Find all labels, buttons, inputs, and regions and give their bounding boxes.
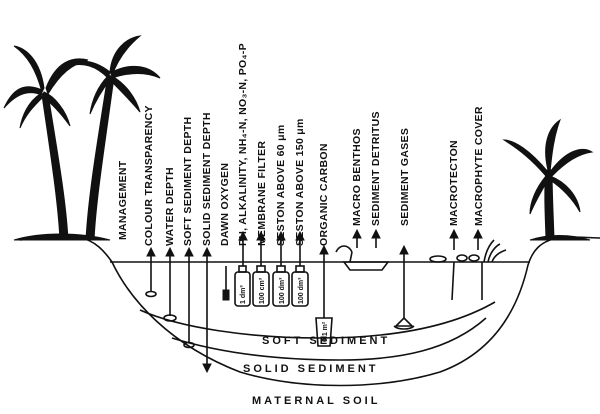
pond-bank-outline — [19, 236, 600, 387]
svg-text:100 cm³: 100 cm³ — [259, 277, 266, 304]
palm-tree-icon — [3, 35, 161, 241]
svg-text:100 dm³: 100 dm³ — [298, 277, 305, 304]
svg-text:0.1 m²: 0.1 m² — [322, 321, 329, 342]
label-organic-carbon: ORGANIC CARBON — [318, 143, 330, 246]
label-macrotecton: MACROTECTON — [448, 140, 460, 226]
maternal-soil-label: MATERNAL SOIL — [252, 395, 380, 407]
label-ph-alkalinity-nutrients: PH, ALKALINITY, NH₄-N, NO₃-N, PO₄-P — [237, 43, 249, 246]
sample-bottle-3: 100 dm³ — [272, 265, 290, 307]
benthos-dredge — [335, 245, 390, 271]
svg-text:1 dm³: 1 dm³ — [240, 285, 247, 304]
gas-funnel — [393, 316, 415, 330]
label-macro-benthos: MACRO BENTHOS — [351, 128, 363, 226]
label-management: MANAGEMENT — [117, 160, 129, 240]
label-sediment-detritus: SEDIMENT DETRITUS — [370, 111, 382, 226]
sample-bottle-2: 100 cm³ — [252, 265, 270, 307]
label-colour-transparency: COLOUR TRANSPARENCY — [143, 105, 155, 246]
floating-macrophytes — [429, 239, 507, 301]
sample-bottle-4: 100 dm³ — [291, 265, 309, 307]
label-water-depth: WATER DEPTH — [164, 167, 176, 246]
label-sediment-gases: SEDIMENT GASES — [399, 128, 411, 226]
label-solid-sediment-depth: SOLID SEDIMENT DEPTH — [201, 112, 213, 246]
solid-sediment-label: SOLID SEDIMENT — [243, 363, 379, 375]
banana-tree-icon — [502, 118, 594, 241]
label-soft-sediment-depth: SOFT SEDIMENT DEPTH — [182, 117, 194, 246]
label-membrane-filter: MEMBRANE FILTER — [256, 141, 268, 246]
sample-bottle-1: 1 dm³ — [234, 265, 251, 307]
sampling-arrows — [145, 228, 483, 374]
solid-sediment-boundary — [171, 317, 487, 361]
soft-sediment-label: SOFT SEDIMENT — [262, 335, 390, 347]
soft-sediment-boundary — [139, 301, 496, 339]
label-seston-60: SESTON ABOVE 60 μm — [275, 124, 287, 246]
label-dawn-oxygen: DAWN OXYGEN — [219, 163, 231, 246]
label-seston-150: SESTON ABOVE 150 μm — [294, 118, 306, 246]
svg-text:100 dm³: 100 dm³ — [279, 277, 286, 304]
label-macrophyte-cover: MACROPHYTE COVER — [473, 106, 485, 226]
sediment-corer: 0.1 m² — [315, 317, 333, 347]
